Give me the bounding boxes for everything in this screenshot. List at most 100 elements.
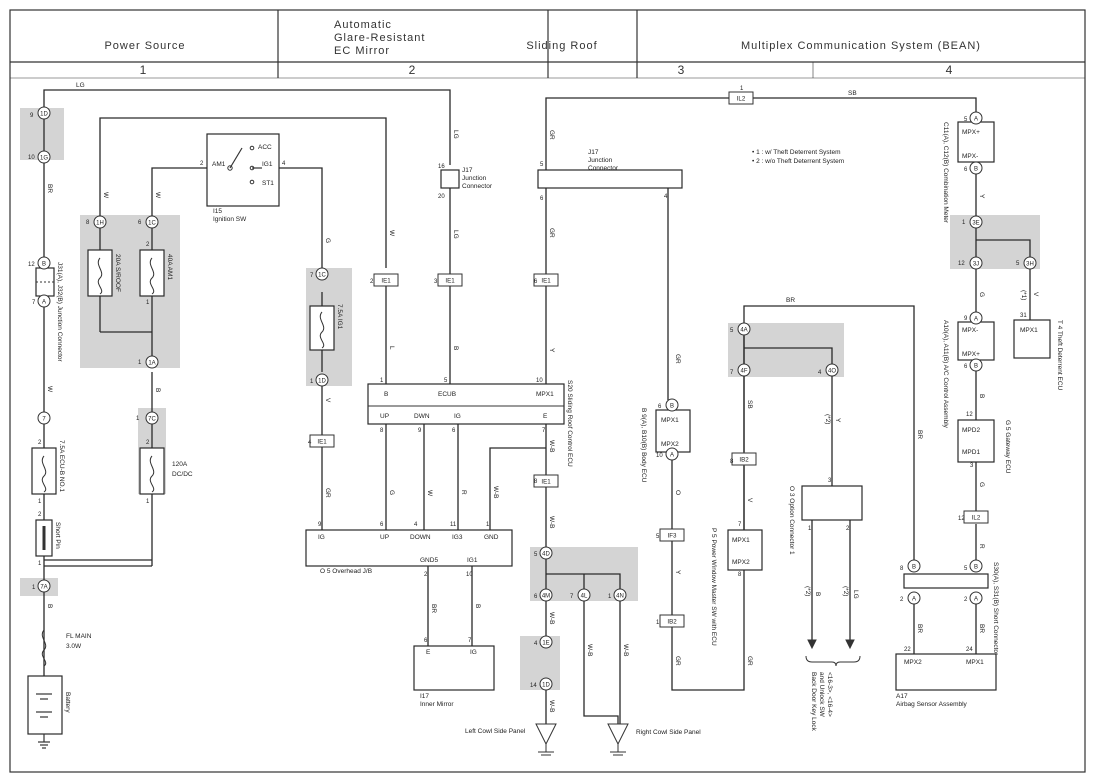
svg-text:7: 7 bbox=[310, 273, 314, 279]
ignition-switch-box bbox=[206, 133, 280, 207]
svg-text:2: 2 bbox=[146, 440, 150, 446]
label-j17b-1: J17 bbox=[588, 149, 599, 156]
fuse-ecub-box bbox=[31, 447, 57, 495]
connector-1G: 1G bbox=[37, 150, 51, 164]
svg-text:4: 4 bbox=[282, 161, 286, 167]
svg-text:31: 31 bbox=[1020, 313, 1027, 319]
svg-text:1: 1 bbox=[310, 379, 314, 385]
wire-gr-6: GR bbox=[746, 656, 753, 666]
wire-color-labels: LG BR W B W W B G V GR W L LG LG B G W R… bbox=[46, 82, 1039, 713]
connector-1E: 1E bbox=[539, 635, 553, 649]
svg-text:2: 2 bbox=[900, 597, 904, 603]
svg-text:6: 6 bbox=[540, 196, 544, 202]
svg-text:IE1: IE1 bbox=[541, 478, 551, 485]
label-j17b-2: Junction bbox=[588, 157, 613, 164]
airbag-term-mpx2: MPX2 bbox=[904, 659, 922, 666]
svg-text:9: 9 bbox=[964, 316, 968, 322]
svg-text:5: 5 bbox=[540, 162, 544, 168]
srecu-term-up: UP bbox=[380, 413, 389, 420]
connector-IE1-e: IE1 bbox=[533, 474, 559, 488]
ground-ic-icon bbox=[607, 723, 629, 756]
label-body-ecu: B 9(A), B10(B) Body ECU bbox=[640, 408, 647, 483]
label-inner-mirror-2: Inner Mirror bbox=[420, 701, 454, 708]
connector-IE1-c: IE1 bbox=[533, 273, 559, 287]
connector-IE1-d: IE1 bbox=[309, 434, 335, 448]
ac-control-box bbox=[957, 321, 995, 361]
wire-b-5: B bbox=[814, 592, 821, 596]
cm-term-mpx-plus: MPX+ bbox=[962, 129, 980, 136]
wire-group bbox=[43, 89, 1031, 724]
svg-text:4: 4 bbox=[818, 370, 822, 376]
svg-text:IB2: IB2 bbox=[667, 618, 677, 625]
label-option-connector: O 3 Option Connector 1 bbox=[788, 486, 795, 555]
svg-text:1E: 1E bbox=[542, 640, 549, 646]
svg-text:IE1: IE1 bbox=[541, 277, 551, 284]
svg-text:2: 2 bbox=[846, 526, 850, 532]
svg-text:7: 7 bbox=[32, 300, 36, 306]
svg-text:7: 7 bbox=[730, 370, 734, 376]
svg-text:5: 5 bbox=[730, 328, 734, 334]
svg-text:4L: 4L bbox=[581, 593, 588, 599]
wire-wb-4: W-B bbox=[548, 612, 555, 625]
battery-box bbox=[27, 675, 63, 735]
svg-text:6: 6 bbox=[964, 167, 968, 173]
label-short-pin: Short Pin bbox=[54, 522, 61, 549]
svg-text:1: 1 bbox=[486, 522, 490, 528]
wire-gr-3: GR bbox=[548, 228, 555, 238]
connector-B-ac: B bbox=[969, 358, 983, 372]
ground-ia-icon bbox=[535, 723, 557, 756]
wire-p2-2: (*2) bbox=[804, 586, 811, 596]
label-j17a-1: J17 bbox=[462, 167, 473, 174]
ojb-term-gnd: GND bbox=[484, 534, 499, 541]
fuse-ig1-box bbox=[309, 305, 335, 351]
svg-text:IL2: IL2 bbox=[737, 95, 746, 102]
svg-text:IF3: IF3 bbox=[668, 532, 677, 539]
wire-gr-1: GR bbox=[324, 488, 331, 498]
battery-icon bbox=[36, 693, 52, 749]
wire-p1: (*1) bbox=[1020, 290, 1027, 300]
airbag-term-mpx1: MPX1 bbox=[966, 659, 984, 666]
wire-gr-4: GR bbox=[674, 354, 681, 364]
wire-o-1: O bbox=[674, 490, 681, 495]
label-sliding-roof-ecu: S20 Sliding Roof Control ECU bbox=[566, 380, 573, 467]
svg-text:5: 5 bbox=[444, 378, 448, 384]
connector-A-body: A bbox=[665, 447, 679, 461]
svg-text:7: 7 bbox=[738, 522, 742, 528]
label-fl-main-2: 3.0W bbox=[66, 643, 82, 650]
svg-text:1: 1 bbox=[38, 561, 42, 567]
svg-text:IB2: IB2 bbox=[739, 456, 749, 463]
fuse-dcdc-box bbox=[139, 447, 165, 495]
svg-text:IE1: IE1 bbox=[317, 438, 327, 445]
wire-lg-4: LG bbox=[852, 590, 859, 599]
svg-text:24: 24 bbox=[966, 647, 973, 653]
connector-4D: 4D bbox=[539, 546, 553, 560]
column-number-2: 2 bbox=[409, 63, 416, 77]
power-window-sw-box bbox=[727, 529, 763, 571]
svg-text:4: 4 bbox=[534, 641, 538, 647]
wire-g-4: G bbox=[978, 482, 985, 487]
svg-text:4A: 4A bbox=[740, 327, 747, 333]
ojb-term-ig: IG bbox=[318, 534, 325, 541]
label-j17a-3: Connector bbox=[462, 183, 493, 190]
svg-text:10: 10 bbox=[536, 378, 543, 384]
svg-text:2: 2 bbox=[38, 440, 42, 446]
svg-text:6: 6 bbox=[534, 594, 538, 600]
wire-br-3: BR bbox=[786, 297, 795, 304]
svg-text:5: 5 bbox=[656, 534, 660, 540]
wire-p2-3: (*2) bbox=[842, 586, 849, 596]
svg-text:9: 9 bbox=[318, 522, 322, 528]
wire-v-2: V bbox=[746, 498, 753, 503]
svg-text:12: 12 bbox=[958, 261, 965, 267]
svg-text:7: 7 bbox=[42, 416, 46, 422]
connector-B-sc5: B bbox=[969, 559, 983, 573]
svg-text:2: 2 bbox=[38, 512, 42, 518]
wire-g-1: G bbox=[324, 238, 331, 243]
wire-br-5: BR bbox=[916, 624, 923, 633]
ojb-term-gnd5: GND5 bbox=[420, 557, 438, 564]
label-ig1-fuse: 7.5A IG1 bbox=[336, 304, 343, 330]
connector-7: 7 bbox=[37, 411, 51, 425]
gateway-ecu-box bbox=[957, 419, 995, 463]
connector-7C: 7C bbox=[145, 411, 159, 425]
label-power-window: P 5 Power Window Master SW with ECU bbox=[710, 528, 717, 646]
wire-w-1: W bbox=[46, 386, 53, 393]
